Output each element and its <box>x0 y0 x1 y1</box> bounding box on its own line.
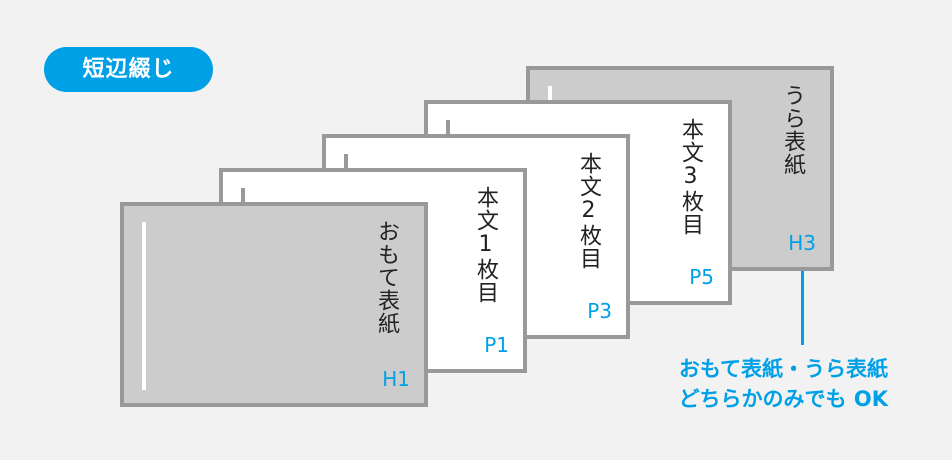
card-title: おもて表紙 <box>374 220 399 335</box>
binding-line <box>142 222 146 390</box>
note-line-2: どちらかのみでも OK <box>678 387 888 411</box>
callout-note: おもて表紙・うら表紙 どちらかのみでも OK <box>679 354 888 414</box>
page-code: P5 <box>689 265 714 289</box>
card-title: 本文1枚目 <box>473 186 498 304</box>
page-code: H3 <box>788 231 816 255</box>
callout-connector-line <box>801 271 804 345</box>
card-title: 本文3枚目 <box>678 118 703 236</box>
page-code: H1 <box>382 367 410 391</box>
page-code: P1 <box>484 333 509 357</box>
page-code: P3 <box>587 299 612 323</box>
note-line-1: おもて表紙・うら表紙 <box>678 357 888 381</box>
binding-type-badge: 短辺綴じ <box>44 47 213 92</box>
card-front-cover: おもて表紙 H1 <box>120 202 428 407</box>
card-title: 本文2枚目 <box>576 152 601 270</box>
card-title: うら表紙 <box>780 84 805 176</box>
